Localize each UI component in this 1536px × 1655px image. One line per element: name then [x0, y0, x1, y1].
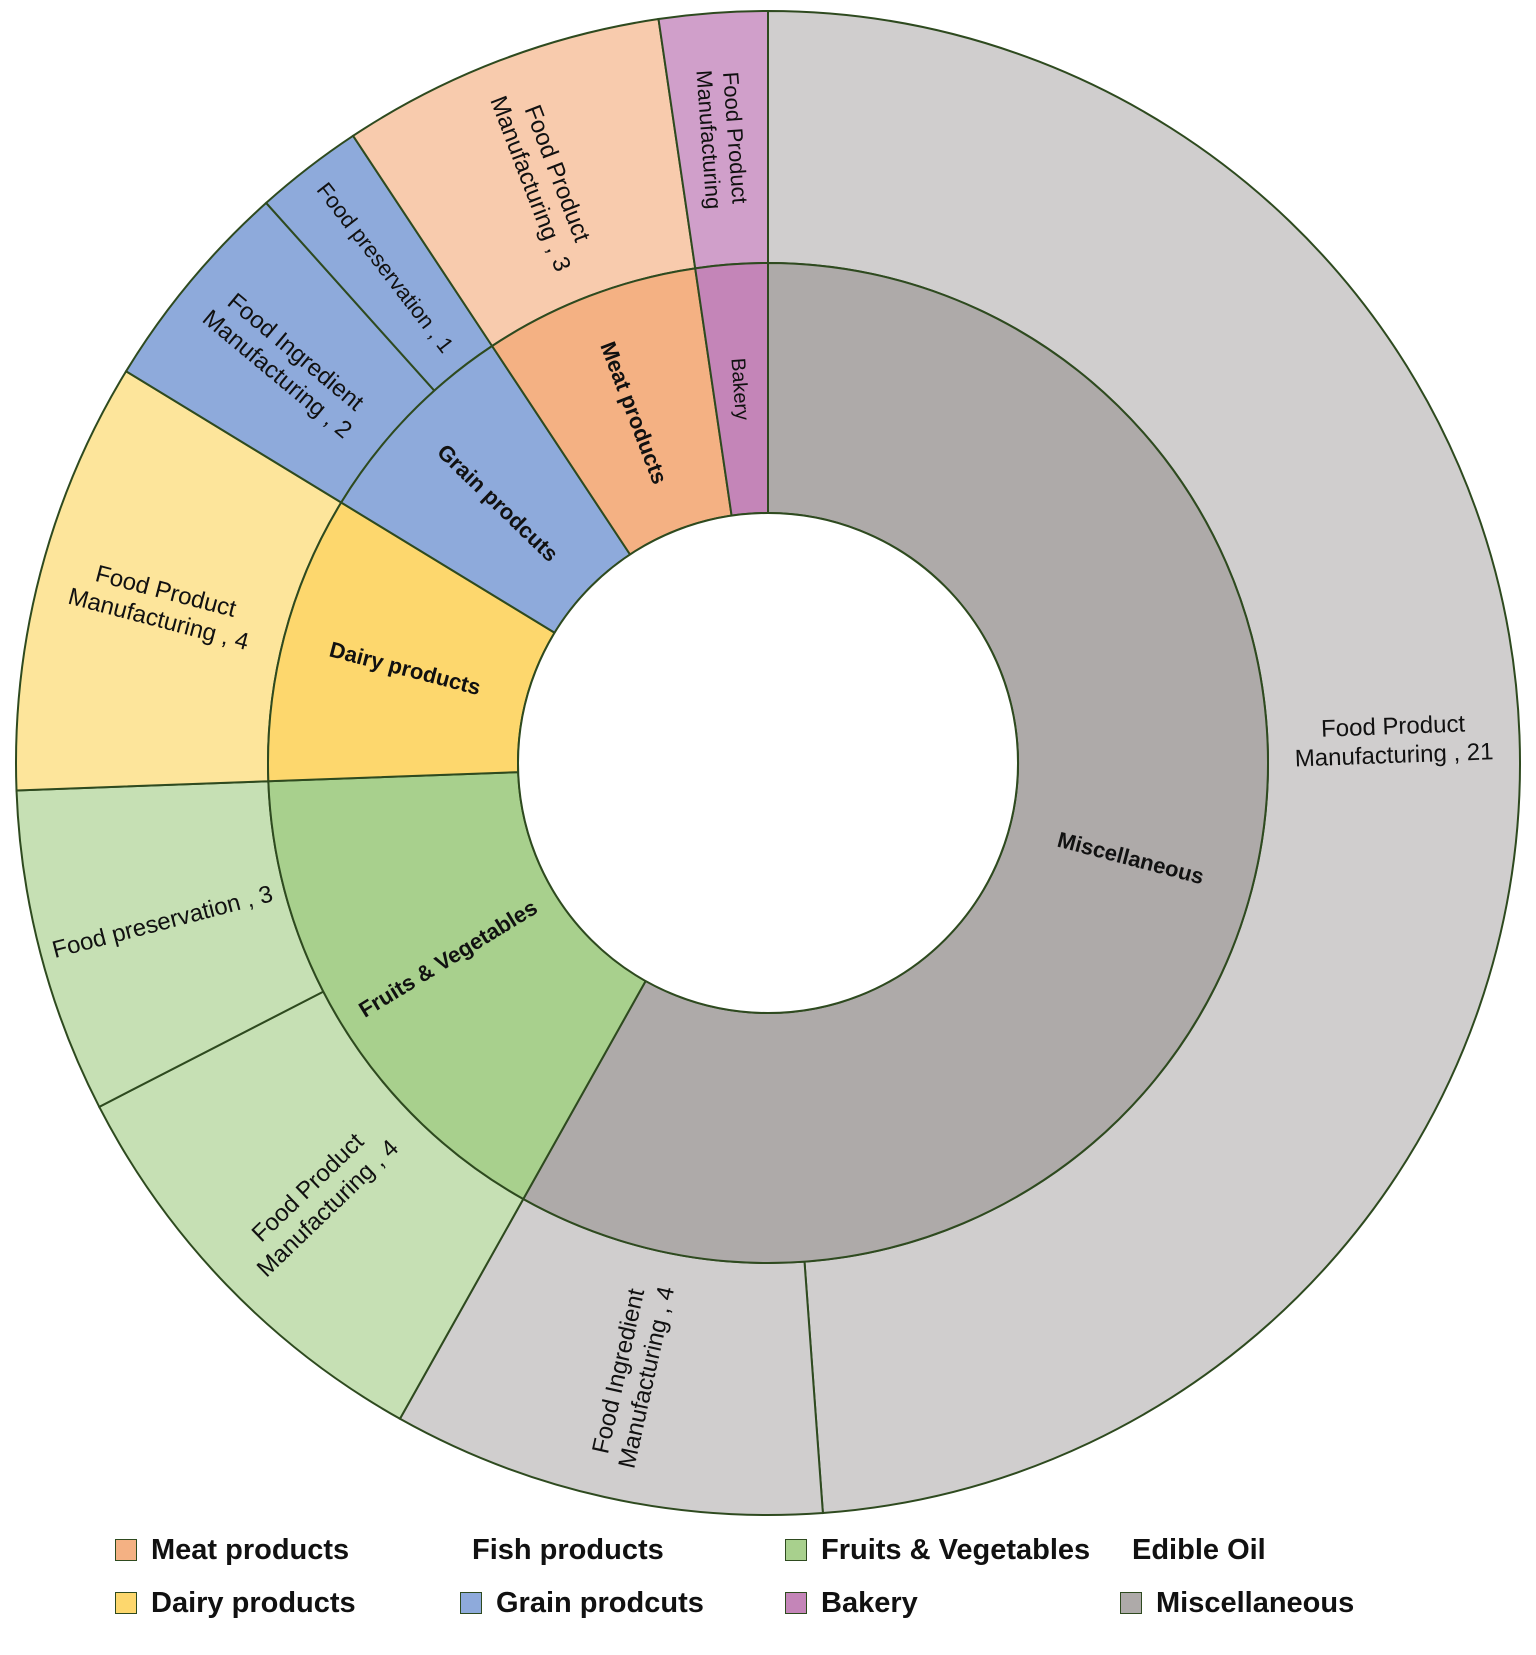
outer-label-bakery-8: Food ProductManufacturing	[691, 67, 752, 210]
legend-swatch	[115, 1539, 137, 1561]
legend-swatch	[785, 1539, 807, 1561]
legend-item: Meat products	[115, 1530, 349, 1570]
legend-swatch	[460, 1592, 482, 1614]
legend-swatch	[1120, 1592, 1142, 1614]
legend-label: Miscellaneous	[1156, 1586, 1355, 1619]
legend-label: Meat products	[151, 1533, 350, 1566]
inner-label-bakery: Bakery	[726, 357, 752, 421]
legend-item: Miscellaneous	[1120, 1583, 1354, 1623]
legend-item: Grain prodcuts	[460, 1583, 704, 1623]
legend-item: Edible Oil	[1132, 1530, 1266, 1570]
legend-item: Fruits & Vegetables	[785, 1530, 1090, 1570]
legend-item: Dairy products	[115, 1583, 356, 1623]
legend-item: Bakery	[785, 1583, 918, 1623]
legend-item: Fish products	[472, 1530, 664, 1570]
legend-label: Dairy products	[151, 1586, 356, 1619]
chart-legend: Meat products Fish products Fruits & Veget…	[0, 1520, 1536, 1655]
legend-label: Grain prodcuts	[496, 1586, 704, 1619]
outer-label-miscellaneous-0: Food ProductManufacturing , 21	[1293, 710, 1494, 773]
legend-swatch	[785, 1592, 807, 1614]
legend-swatch	[115, 1592, 137, 1614]
legend-label: Edible Oil	[1132, 1533, 1266, 1566]
center-hole	[517, 512, 1019, 1014]
legend-label: Fish products	[472, 1533, 664, 1566]
legend-label: Bakery	[821, 1586, 918, 1619]
legend-label: Fruits & Vegetables	[821, 1533, 1091, 1566]
